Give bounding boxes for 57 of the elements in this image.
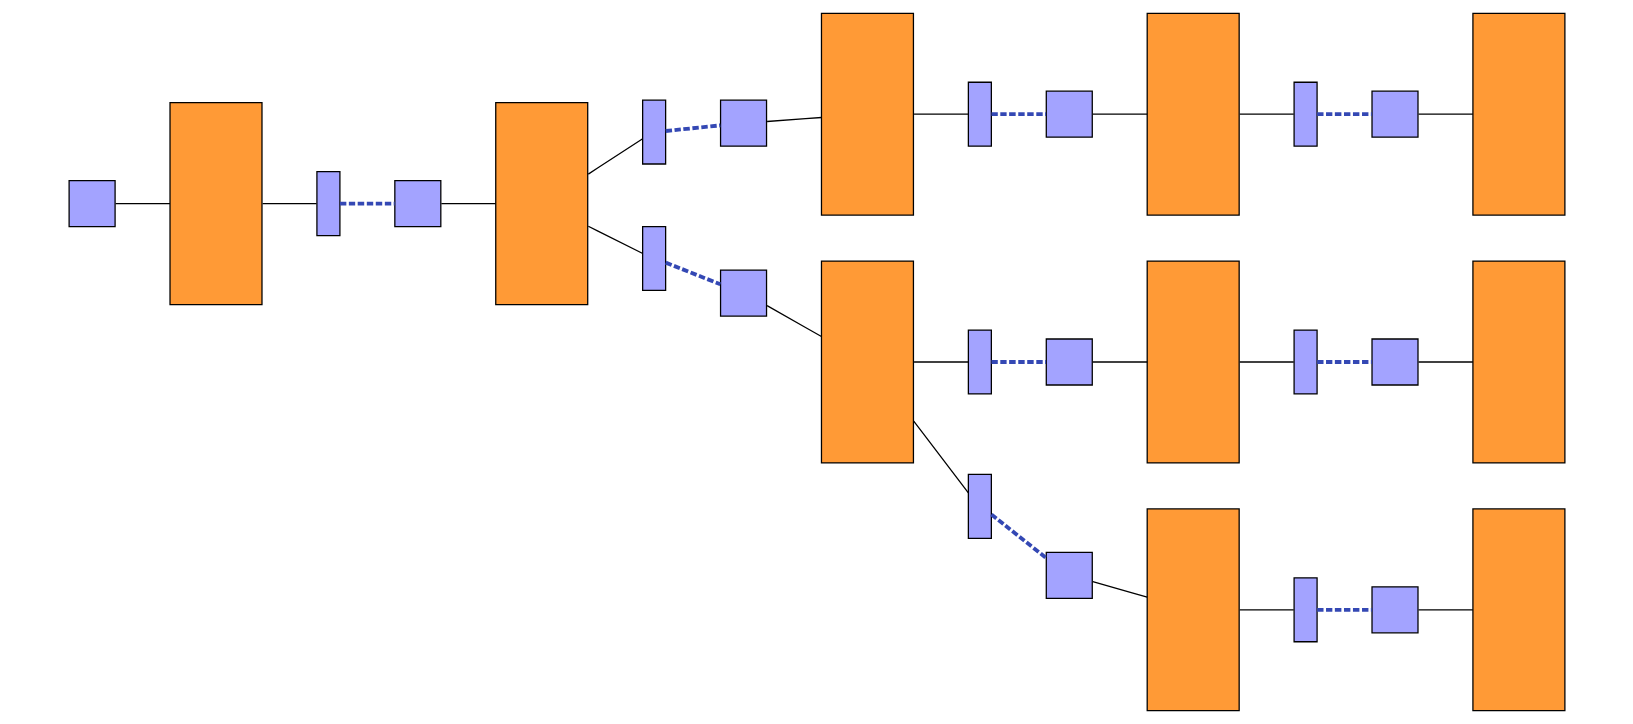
node-box [67, 180, 116, 228]
connector [765, 116, 822, 123]
node-box [393, 180, 441, 228]
connector [587, 225, 643, 254]
connector [1417, 113, 1474, 115]
connector [114, 202, 171, 205]
node-bar [820, 12, 914, 216]
connector [1238, 113, 1294, 115]
node-bracket [1292, 577, 1318, 643]
node-bar [1146, 260, 1240, 464]
connector [1417, 361, 1474, 363]
connector [1091, 581, 1148, 598]
node-box [1045, 90, 1093, 138]
node-box [1045, 551, 1093, 599]
connector [339, 201, 395, 206]
node-bracket [967, 329, 992, 395]
node-box [1370, 586, 1419, 634]
connector [261, 202, 317, 205]
connector [990, 112, 1046, 117]
connector [912, 361, 969, 363]
node-bar [1471, 260, 1566, 464]
node-bracket [315, 171, 341, 237]
node-box [1045, 338, 1093, 386]
connector [1417, 609, 1474, 611]
node-bracket [967, 473, 992, 539]
node-bracket [967, 81, 992, 147]
node-bar [494, 102, 588, 306]
connector [1316, 607, 1372, 612]
node-box [719, 269, 767, 317]
connector [912, 420, 969, 494]
node-bar [1471, 508, 1566, 712]
connector [1091, 361, 1148, 363]
connector [587, 138, 643, 175]
connector [1238, 361, 1294, 363]
node-bar [820, 260, 914, 464]
connector [1091, 113, 1148, 115]
node-bracket [641, 99, 666, 165]
node-bracket [641, 225, 666, 292]
connector [1238, 609, 1294, 611]
connector [989, 513, 1047, 560]
node-box [719, 99, 767, 147]
node-bar [1471, 12, 1566, 216]
connector [1316, 112, 1372, 117]
node-bar [1146, 12, 1240, 216]
node-bracket [1292, 81, 1318, 147]
node-bracket [1292, 329, 1318, 395]
connector [1316, 360, 1372, 364]
connector [664, 260, 721, 287]
node-box [1370, 90, 1419, 138]
node-box [1370, 338, 1419, 386]
connector [665, 123, 721, 133]
connector [765, 305, 822, 338]
connector [912, 113, 969, 115]
node-bar [168, 102, 263, 306]
connector [990, 360, 1046, 364]
connector [440, 202, 496, 205]
node-bar [1146, 508, 1240, 712]
